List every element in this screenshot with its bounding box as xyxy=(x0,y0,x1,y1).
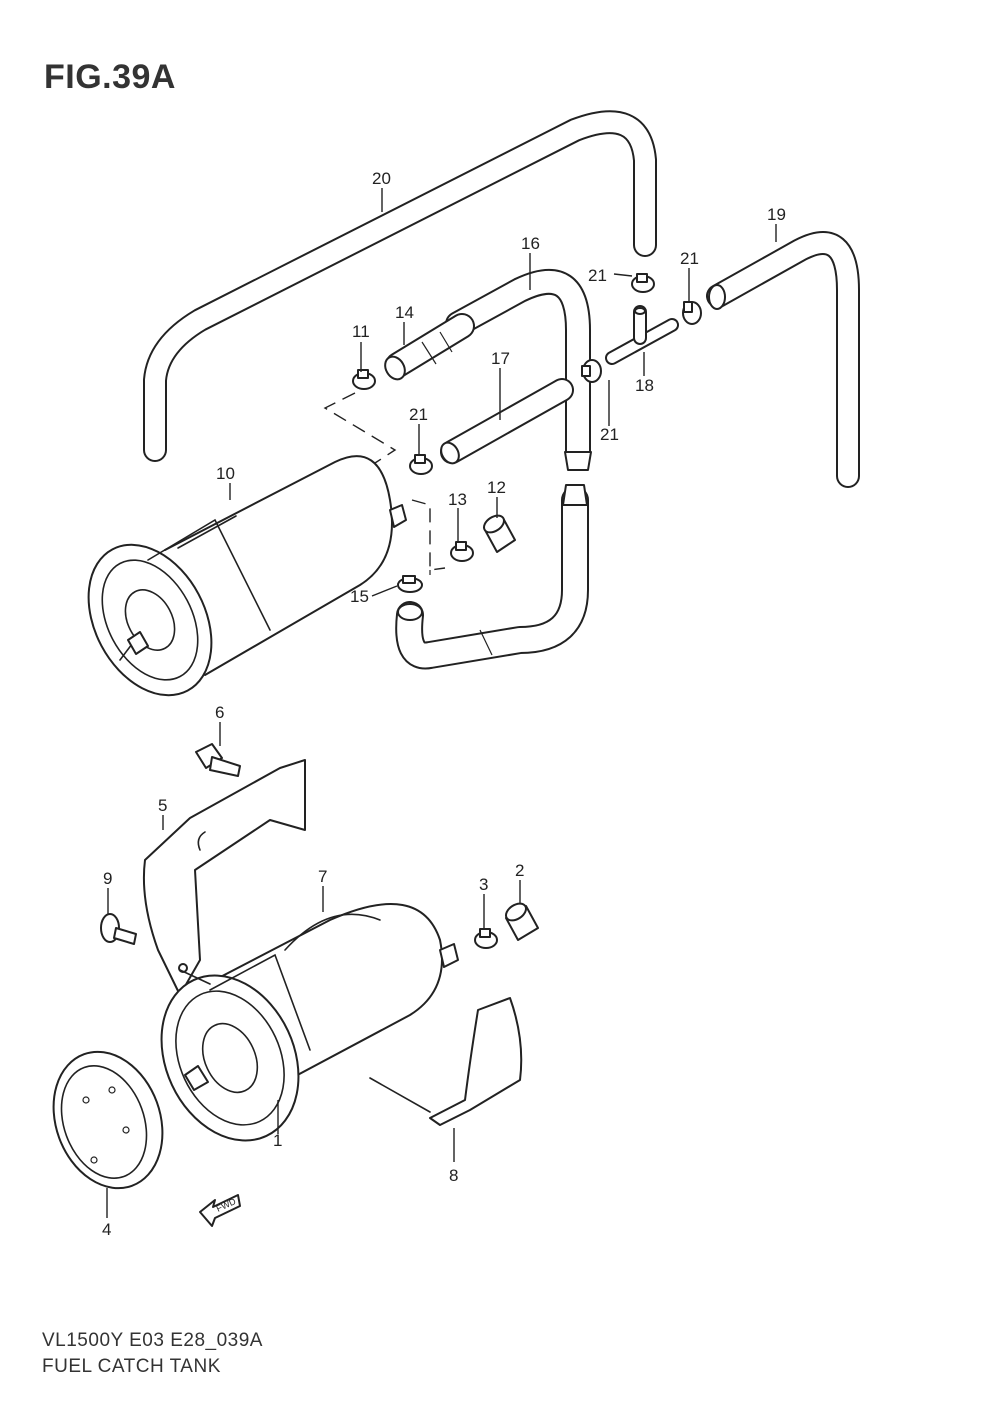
callout-10: 10 xyxy=(216,464,235,483)
canister-7 xyxy=(160,903,459,1142)
callout-13: 13 xyxy=(448,490,467,509)
callout-21-right: 21 xyxy=(680,249,699,268)
callout-14: 14 xyxy=(395,303,414,322)
callout-21-mid: 21 xyxy=(600,425,619,444)
canister-10 xyxy=(87,455,407,697)
callout-20: 20 xyxy=(372,169,391,188)
callout-9: 9 xyxy=(103,869,112,888)
callout-18: 18 xyxy=(635,376,654,395)
pipe-14 xyxy=(384,313,475,381)
bracket-5 xyxy=(142,759,306,996)
hose-20 xyxy=(143,110,657,462)
callout-12: 12 xyxy=(487,478,506,497)
callout-19: 19 xyxy=(767,205,786,224)
callout-11: 11 xyxy=(352,322,370,341)
clamp-3 xyxy=(474,928,498,949)
callout-numbers: 20 16 19 21 21 14 11 17 18 21 21 10 12 1… xyxy=(102,169,786,1239)
assembly-guide-lines xyxy=(179,392,446,1113)
cap-4 xyxy=(52,1050,164,1190)
model-code: VL1500Y E03 E28_039A xyxy=(42,1330,263,1351)
bracket-8 xyxy=(429,997,523,1126)
callout-3: 3 xyxy=(479,875,488,894)
t-joint-18 xyxy=(605,305,679,365)
clamp-13 xyxy=(450,541,474,562)
callout-2: 2 xyxy=(515,861,524,880)
screw-9 xyxy=(100,913,137,945)
callout-8: 8 xyxy=(449,1166,458,1185)
clamp-21-mid xyxy=(581,359,602,383)
hose-2 xyxy=(505,902,539,941)
callout-5: 5 xyxy=(158,796,167,815)
callout-7: 7 xyxy=(318,867,327,886)
callout-4: 4 xyxy=(102,1220,111,1239)
figure-title: FIG.39A xyxy=(44,58,176,96)
clamp-21-top xyxy=(631,273,655,293)
callout-16: 16 xyxy=(521,234,540,253)
hose-17 xyxy=(440,378,574,465)
clamp-21-right xyxy=(682,301,702,325)
hose-12 xyxy=(483,514,516,553)
callout-21-top: 21 xyxy=(588,266,607,285)
fwd-direction-arrow: FWD xyxy=(199,1194,241,1227)
hose-16 xyxy=(445,268,592,471)
bolt-6 xyxy=(195,743,241,777)
callout-15: 15 xyxy=(350,587,369,606)
lower-hose xyxy=(395,484,589,670)
assembly-name: FUEL CATCH TANK xyxy=(42,1356,221,1377)
leader-lines xyxy=(106,188,777,1218)
callout-6: 6 xyxy=(215,703,224,722)
callout-21-left: 21 xyxy=(409,405,428,424)
clamp-11 xyxy=(352,369,376,390)
callout-17: 17 xyxy=(491,349,510,368)
hose-19 xyxy=(706,231,860,488)
clamp-15 xyxy=(397,575,423,593)
clamp-21-left xyxy=(409,454,433,475)
callout-1: 1 xyxy=(273,1131,282,1150)
